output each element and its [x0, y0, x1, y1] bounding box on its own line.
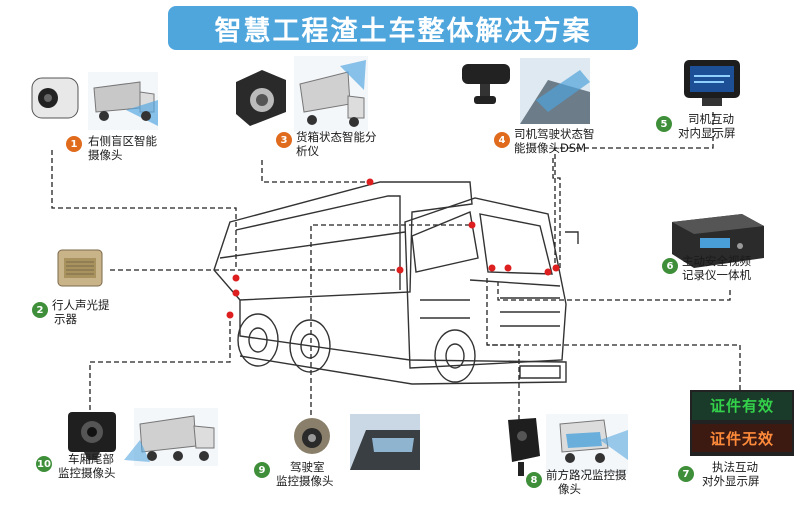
badge-9: 9 [254, 462, 270, 478]
truck-drawing [213, 181, 579, 385]
page-title: 智慧工程渣土车整体解决方案 [214, 15, 592, 47]
badge-10: 10 [36, 456, 52, 472]
sign-valid-text: 证件有效 [709, 397, 774, 415]
badge-1: 1 [66, 136, 82, 152]
sensor-dot-3 [366, 178, 374, 186]
sensor-dot-4 [544, 268, 552, 276]
connector-9 [310, 224, 470, 415]
label-9: 驾驶室 监控摄像头 [276, 460, 334, 488]
device-9-dome-camera-icon [294, 418, 330, 454]
connector-7 [486, 275, 741, 390]
rear-wheel-1 [237, 313, 279, 367]
connector-5 [554, 112, 714, 265]
connector-lines [51, 112, 741, 420]
chassis [239, 300, 567, 385]
device-10-truck-photo [124, 408, 218, 466]
badge-8: 8 [526, 472, 542, 488]
label-2: 行人声光提 示器 [52, 298, 110, 326]
label-7: 执法互动 对外显示屏 [702, 460, 760, 488]
device-9-cabin-photo [350, 414, 420, 470]
label-6: 主动安全视频 记录仪一体机 [682, 254, 751, 282]
device-4-dsm-camera-icon [462, 64, 510, 104]
front-wheel [434, 329, 476, 383]
connector-1 [51, 150, 237, 268]
connector-4 [552, 158, 561, 270]
device-1-truck-photo [88, 72, 158, 130]
connector-6 [497, 282, 731, 301]
device-6-recorder-icon [672, 214, 764, 268]
badge-5: 5 [656, 116, 672, 132]
sign-invalid-text: 证件无效 [709, 430, 774, 448]
device-7-led-sign [690, 390, 794, 456]
label-3: 货箱状态智能分 析仪 [296, 130, 377, 158]
label-1: 右侧盲区智能 摄像头 [88, 134, 157, 162]
cab [404, 197, 567, 369]
sensor-dots [226, 178, 560, 319]
badge-4: 4 [494, 132, 510, 148]
sensor-dot-9 [468, 221, 476, 229]
badge-7: 7 [678, 466, 694, 482]
sensor-dot-2 [396, 266, 404, 274]
device-10-rear-camera-icon [68, 412, 116, 460]
device-5-display-icon [684, 60, 740, 106]
connector-8 [487, 344, 520, 420]
sensor-dot-1 [232, 274, 240, 282]
device-8-truck-photo [546, 414, 628, 474]
sensor-dot-10 [226, 311, 234, 319]
device-3-analyzer-icon [236, 70, 286, 126]
rear-wheel-2 [289, 319, 331, 373]
sensor-dot-8 [488, 264, 496, 272]
device-4-cabin-photo [520, 58, 590, 124]
connector-3 [261, 160, 370, 183]
label-10: 车厢尾部 监控摄像头 [58, 452, 116, 480]
label-4: 司机驾驶状态智 能摄像头DSM [514, 127, 595, 155]
badge-3: 3 [276, 132, 292, 148]
device-2-speaker-icon [57, 249, 103, 287]
badge-2: 2 [32, 302, 48, 318]
connector-10 [89, 318, 231, 410]
device-1-camera-icon [31, 77, 79, 119]
label-5: 司机互动 对内显示屏 [678, 112, 736, 140]
label-8: 前方路况监控摄 像头 [546, 468, 627, 496]
title-banner: 智慧工程渣土车整体解决方案 [168, 6, 638, 50]
badge-6: 6 [662, 258, 678, 274]
device-8-camera-icon [508, 418, 540, 476]
dump-body [213, 181, 473, 301]
device-3-truck-photo [294, 56, 368, 132]
